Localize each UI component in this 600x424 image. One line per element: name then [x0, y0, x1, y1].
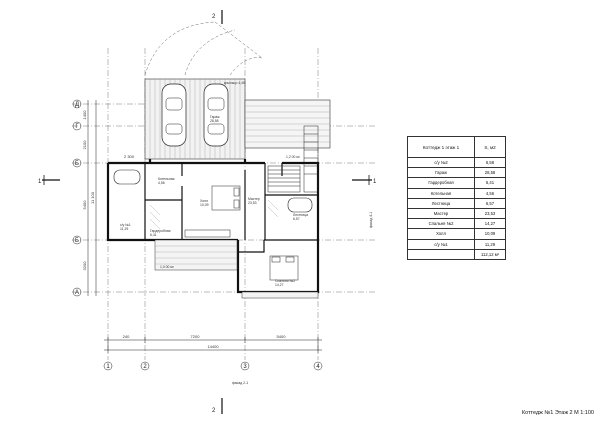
axis-label: 2: [143, 364, 147, 370]
room-area: 6,58: [474, 156, 506, 169]
dimension-text: 7200: [191, 334, 201, 339]
axis-label: Д: [75, 102, 79, 108]
room-area: 11,29: [474, 238, 506, 250]
section-label: 2: [212, 408, 216, 414]
section-label: 1: [38, 179, 42, 185]
dimension-chain-left: 1400 2100 5400 3200 11 100: [82, 100, 97, 296]
dimension-text: 240: [123, 334, 130, 339]
dimension-text: 5400: [82, 200, 87, 210]
room-name: Холл: [407, 228, 475, 240]
sheet-caption: Коттедж №1 Этаж 2 М 1:100: [521, 410, 594, 416]
axis-label: Б: [75, 161, 79, 167]
car-icon: [203, 83, 229, 147]
car-icon: [161, 83, 187, 147]
room-area: 14,27: [474, 218, 506, 230]
dimension-text: 2100: [82, 140, 87, 150]
wardrobe-hatch: [149, 199, 279, 230]
dimension-text: 14400: [207, 344, 219, 349]
room-area: 10,09: [474, 228, 506, 240]
total-spacer: [407, 248, 475, 260]
room-name: Лестница: [407, 197, 475, 209]
side-note: 1,2 00 м²: [286, 155, 301, 159]
table-header-area: S, м2: [474, 136, 506, 158]
staircase: [267, 125, 319, 193]
room-name: с/у №2: [407, 156, 475, 169]
dimension-text: 3200: [82, 261, 87, 271]
interior-walls: [144, 163, 318, 253]
section-label: 1: [373, 179, 377, 185]
room-name: Котельная: [407, 187, 475, 199]
room-area: 23,53: [474, 207, 506, 220]
bathtub-icon: [113, 169, 313, 213]
axis-label: А: [75, 290, 79, 296]
table-total-row: 112,12 м²: [407, 248, 506, 260]
room-name: Гараж: [407, 167, 475, 179]
kitchen-counter: [184, 229, 231, 238]
porch-note: крыльцо 4,45: [224, 81, 245, 85]
terrace-bottom: [241, 291, 319, 299]
room-name: с/у №1: [407, 238, 475, 250]
room-name: Мастер: [407, 207, 475, 220]
axis-label: Б: [75, 238, 79, 244]
facade-note: фасад 4-1: [369, 212, 373, 228]
dimension-text: 5400: [277, 334, 287, 339]
facade-note: фасад 2-1: [232, 381, 248, 385]
room-name: Спальня №2: [407, 218, 475, 230]
section-marks: 1 1 2 2: [38, 10, 377, 414]
dimension-text: 1400: [82, 110, 87, 120]
terrace-left: [154, 239, 238, 271]
total-area: 112,12 м²: [474, 248, 506, 260]
axis-label: 1: [106, 364, 110, 370]
axis-label: 4: [316, 364, 320, 370]
room-area: 6,41: [474, 177, 506, 189]
room-area: 6,57: [474, 197, 506, 209]
table-header-name: Коттедж 1 этаж 1: [407, 136, 475, 158]
axis-label: 3: [243, 364, 247, 370]
driveway-arcs: [144, 21, 263, 76]
room-name: Гардеробная: [407, 177, 475, 189]
axis-label: Г: [75, 124, 79, 130]
dimension-text: 2 300: [124, 154, 135, 159]
table-header-row: Коттедж 1 этаж 1 S, м2: [407, 136, 506, 158]
axis-bubbles-horizontal: Д Г Б Б А: [72, 99, 82, 297]
axis-bubbles-vertical: 1 2 3 4: [103, 361, 323, 371]
bed-icon: [211, 185, 299, 281]
room-area: 4,56: [474, 187, 506, 199]
side-note: 1,0 00 м²: [160, 265, 175, 269]
dimension-chain-bottom: 240 7200 5400 14400: [104, 334, 322, 353]
room-area: 28,58: [474, 167, 506, 179]
section-label: 2: [212, 14, 216, 20]
exterior-walls: [106, 159, 320, 294]
dimension-text: 11 100: [90, 191, 95, 204]
